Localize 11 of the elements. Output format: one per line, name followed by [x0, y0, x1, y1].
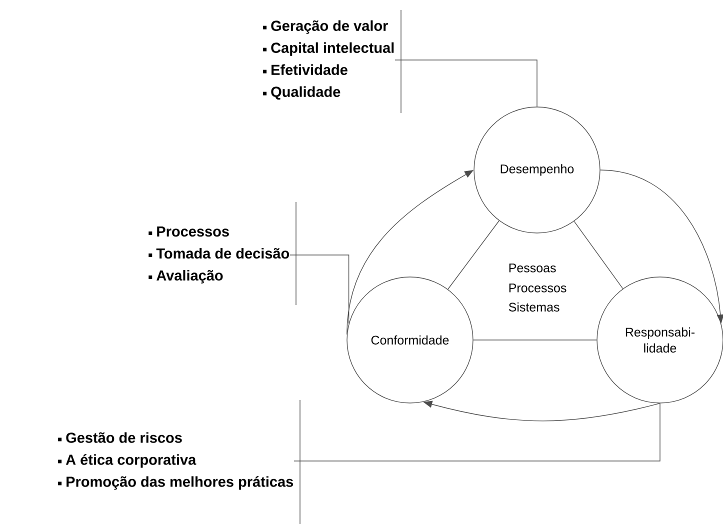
connector-line — [574, 220, 624, 290]
leader-line — [394, 60, 538, 107]
leader-line — [290, 254, 350, 324]
bullet-list: Gestão de riscos A ética corporativa Promoção das melhores práticas — [58, 432, 294, 490]
center-label: Sistemas — [508, 302, 560, 312]
bullet-list: Processos Tomada de decisão Avaliação — [148, 226, 290, 284]
connector-line — [448, 220, 500, 290]
bullet-list: Geração de valor Capital intelectual Efetividade Qualidade — [263, 20, 394, 100]
center-label: Pessoas — [509, 264, 556, 272]
leader-line — [294, 402, 660, 462]
center-label: Processos — [509, 284, 566, 292]
